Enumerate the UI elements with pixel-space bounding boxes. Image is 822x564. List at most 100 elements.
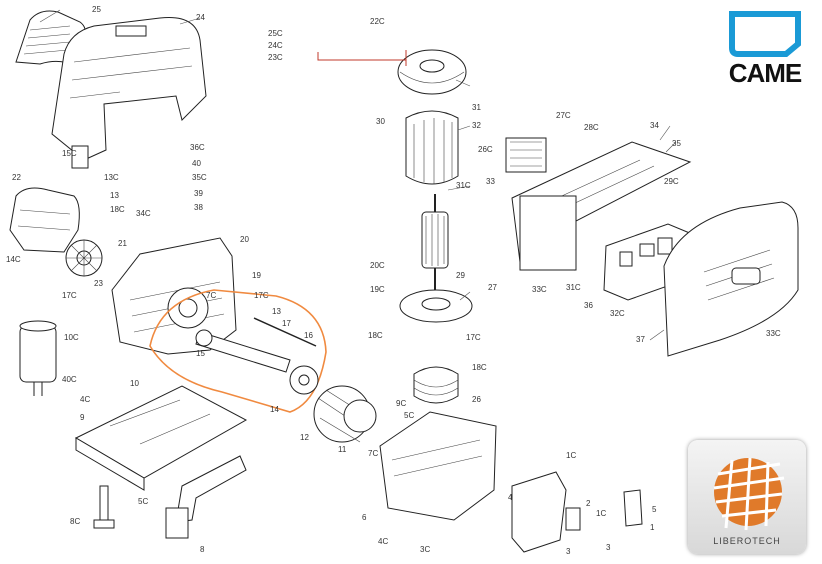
label-14C: 14C xyxy=(6,255,21,264)
bolt-8C xyxy=(93,485,115,529)
label-1C: 1C xyxy=(566,451,576,460)
label-29C: 29C xyxy=(664,177,679,186)
label-6: 6 xyxy=(362,513,367,522)
lower-housing-6 xyxy=(379,411,497,521)
liberotech-logo xyxy=(688,440,806,554)
drive-pinion-21 xyxy=(65,239,103,277)
label-38: 38 xyxy=(194,203,203,212)
drive-gear-12 xyxy=(313,385,377,443)
label-39: 39 xyxy=(194,189,203,198)
stator-32 xyxy=(405,110,459,185)
worm-gear-26 xyxy=(413,366,459,404)
label-9C: 9C xyxy=(396,399,406,408)
worm-shaft-assembly xyxy=(149,289,327,413)
label-17C-b: 17C xyxy=(254,291,269,300)
leader-lines xyxy=(39,9,677,341)
label-4C-b: 4C xyxy=(378,537,388,546)
label-21: 21 xyxy=(118,239,127,248)
label-40C: 40C xyxy=(62,375,77,384)
label-18C-c: 18C xyxy=(472,363,487,372)
part-labels: 25 24 15C 22 13C 13 18C 14C 21 23 17C 20… xyxy=(6,5,781,556)
label-32C: 32C xyxy=(610,309,625,318)
motor-cover-24 xyxy=(51,16,207,169)
label-36: 36 xyxy=(584,301,593,310)
label-3: 3 xyxy=(566,547,571,556)
release-lever-assembly xyxy=(511,471,643,553)
label-3C: 3C xyxy=(420,545,430,554)
control-box-35 xyxy=(511,141,692,271)
label-24: 24 xyxy=(196,13,205,22)
label-19C: 19C xyxy=(370,285,385,294)
label-30: 30 xyxy=(376,117,385,126)
label-17C-a: 17C xyxy=(62,291,77,300)
label-18C: 18C xyxy=(110,205,125,214)
gearbox-housing-20 xyxy=(111,237,237,355)
rotor-29 xyxy=(421,194,449,296)
label-17: 17 xyxy=(282,319,291,328)
label-9: 9 xyxy=(80,413,85,422)
label-20: 20 xyxy=(240,235,249,244)
flange-27 xyxy=(399,289,473,323)
label-12: 12 xyxy=(300,433,309,442)
label-36C: 36C xyxy=(190,143,205,152)
label-25C: 25C xyxy=(268,29,283,38)
label-17C-c: 17C xyxy=(466,333,481,342)
label-16: 16 xyxy=(304,331,313,340)
motor-head-31 xyxy=(397,49,467,95)
label-4C: 4C xyxy=(80,395,90,404)
label-26: 26 xyxy=(472,395,481,404)
label-25: 25 xyxy=(92,5,101,14)
label-37: 37 xyxy=(636,335,645,344)
label-24C: 24C xyxy=(268,41,283,50)
label-23: 23 xyxy=(94,279,103,288)
label-3-b: 3 xyxy=(606,543,611,552)
label-7C: 7C xyxy=(206,291,216,300)
came-logo-text: CAME xyxy=(728,58,803,88)
label-1C-b: 1C xyxy=(596,509,606,518)
label-31C: 31C xyxy=(456,181,471,190)
label-10C: 10C xyxy=(64,333,79,342)
label-26C: 26C xyxy=(478,145,493,154)
label-2: 2 xyxy=(586,499,591,508)
label-1: 1 xyxy=(650,523,655,532)
transformer-33 xyxy=(505,137,547,173)
base-plate-10 xyxy=(74,385,248,491)
label-33C: 33C xyxy=(532,285,547,294)
label-20C: 20C xyxy=(370,261,385,270)
label-35C: 35C xyxy=(192,173,207,182)
label-34C: 34C xyxy=(136,209,151,218)
label-33C-b: 33C xyxy=(766,329,781,338)
label-13: 13 xyxy=(110,191,119,200)
label-19: 19 xyxy=(252,271,261,280)
label-13C: 13C xyxy=(104,173,119,182)
label-18C-b: 18C xyxy=(368,331,383,340)
label-8C: 8C xyxy=(70,517,80,526)
latch-bracket xyxy=(71,145,89,169)
label-4: 4 xyxy=(508,493,513,502)
label-5C-b: 5C xyxy=(404,411,414,420)
label-22: 22 xyxy=(12,173,21,182)
label-5: 5 xyxy=(652,505,657,514)
label-32: 32 xyxy=(472,121,481,130)
label-8: 8 xyxy=(200,545,205,554)
label-10: 10 xyxy=(130,379,139,388)
label-27C: 27C xyxy=(556,111,571,120)
label-31C-b: 31C xyxy=(566,283,581,292)
label-14: 14 xyxy=(270,405,279,414)
capacitor-10C xyxy=(19,320,57,396)
label-40: 40 xyxy=(192,159,201,168)
label-33: 33 xyxy=(486,177,495,186)
label-13-b: 13 xyxy=(272,307,281,316)
label-23C: 23C xyxy=(268,53,283,62)
liberotech-logo-text: LIBEROTECH xyxy=(713,536,781,546)
label-15C: 15C xyxy=(62,149,77,158)
label-7C-b: 7C xyxy=(368,449,378,458)
cover-37 xyxy=(663,201,799,357)
bracket-8 xyxy=(165,455,247,539)
label-5C: 5C xyxy=(138,497,148,506)
gear-cover-22 xyxy=(9,187,80,253)
came-logo xyxy=(726,10,804,88)
label-15: 15 xyxy=(196,349,205,358)
label-29: 29 xyxy=(456,271,465,280)
